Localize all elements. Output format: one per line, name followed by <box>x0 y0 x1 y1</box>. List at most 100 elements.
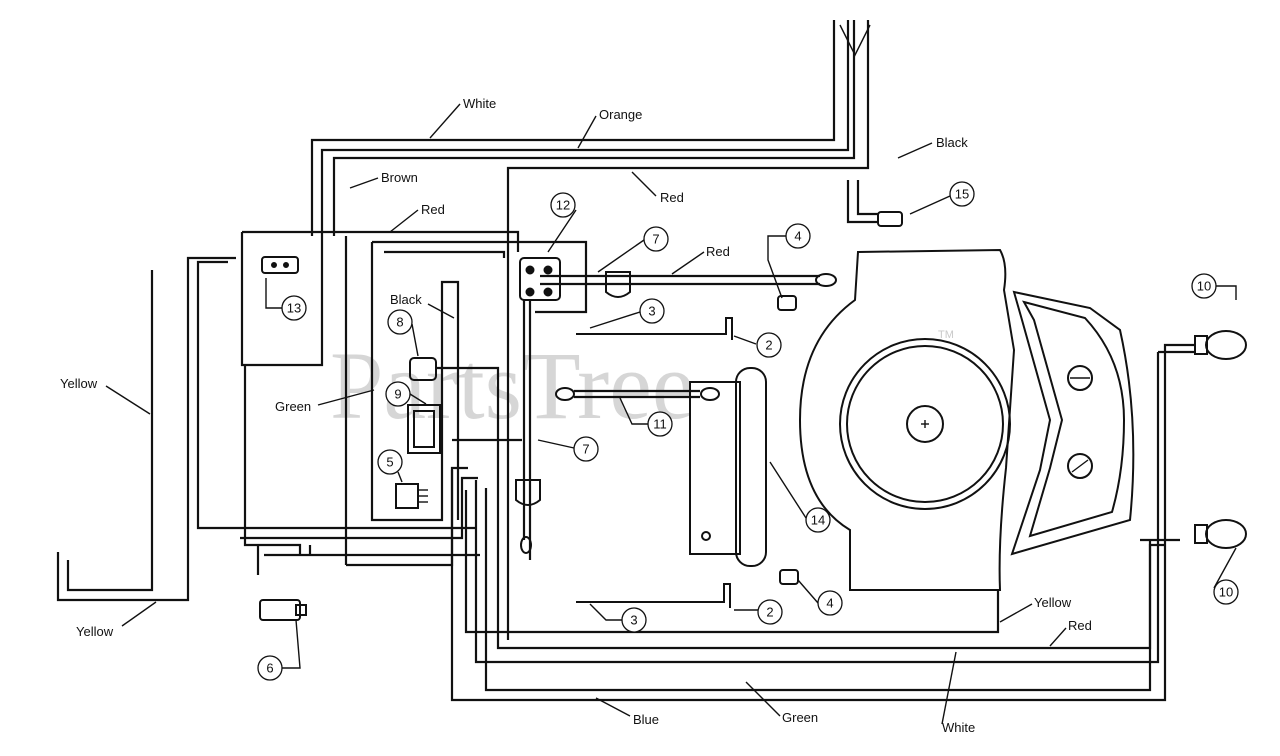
label-yellow-left-top: Yellow <box>60 376 151 415</box>
wire-red-left <box>242 230 520 252</box>
wire-harness-bottom <box>240 343 1195 702</box>
label-red-cable: Red <box>671 244 730 275</box>
label-black-right: Black <box>897 135 968 159</box>
label-green-left: Green <box>275 389 375 414</box>
svg-text:8: 8 <box>396 315 403 330</box>
svg-text:6: 6 <box>266 661 273 676</box>
callout-2-bottom: 2 <box>734 599 783 625</box>
wire-break-mark <box>839 24 871 57</box>
label-yellow-right: Yellow <box>999 595 1072 623</box>
callout-5: 5 <box>377 449 403 483</box>
svg-text:11: 11 <box>653 417 667 432</box>
switch-5 <box>395 483 428 509</box>
engine <box>798 248 1135 591</box>
clip-lower <box>779 569 799 585</box>
cable-11 <box>555 387 720 401</box>
label-black-left: Black <box>390 292 455 319</box>
label-red-bottom: Red <box>1049 618 1092 647</box>
relay-8 <box>409 357 437 381</box>
svg-text:9: 9 <box>394 387 401 402</box>
callout-12: 12 <box>547 192 577 253</box>
module-9 <box>407 404 441 454</box>
svg-text:Red: Red <box>706 244 730 259</box>
battery-strap <box>689 367 767 567</box>
battery-boot-top <box>605 271 631 298</box>
svg-text:15: 15 <box>955 187 969 202</box>
ground-ring <box>520 536 532 554</box>
svg-text:Yellow: Yellow <box>76 624 114 639</box>
svg-text:3: 3 <box>648 304 655 319</box>
label-red-top: Red <box>631 171 684 205</box>
svg-text:7: 7 <box>652 232 659 247</box>
callout-7-top: 7 <box>597 226 669 273</box>
svg-text:12: 12 <box>556 198 570 213</box>
lamp-top <box>1194 330 1247 360</box>
clip-upper <box>777 295 797 311</box>
wire-white-top-2 <box>332 20 856 236</box>
svg-text:7: 7 <box>582 442 589 457</box>
svg-text:Brown: Brown <box>381 170 418 185</box>
label-green-bottom: Green <box>745 681 818 725</box>
watermark-text: PartsTree <box>330 332 694 439</box>
callout-3-bottom: 3 <box>589 603 647 633</box>
svg-text:Black: Black <box>390 292 422 307</box>
callout-9: 9 <box>385 381 427 407</box>
wire-green-top <box>384 250 506 258</box>
connector-15 <box>846 180 903 227</box>
svg-text:2: 2 <box>766 605 773 620</box>
svg-text:Red: Red <box>1068 618 1092 633</box>
label-yellow-left-bottom: Yellow <box>76 601 157 639</box>
svg-text:White: White <box>942 720 975 735</box>
callout-14: 14 <box>769 461 831 533</box>
svg-text:4: 4 <box>826 596 833 611</box>
switch-6 <box>259 599 307 621</box>
svg-text:10: 10 <box>1219 585 1233 600</box>
svg-text:13: 13 <box>287 301 301 316</box>
svg-text:Black: Black <box>936 135 968 150</box>
svg-text:Green: Green <box>275 399 311 414</box>
svg-text:Red: Red <box>421 202 445 217</box>
svg-text:Blue: Blue <box>633 712 659 727</box>
callout-10-bottom: 10 <box>1213 547 1239 605</box>
svg-text:Yellow: Yellow <box>1034 595 1072 610</box>
svg-text:5: 5 <box>386 455 393 470</box>
wire-yellow-left <box>56 256 475 602</box>
wire-white-top <box>310 20 836 236</box>
label-orange: Orange <box>577 107 642 149</box>
label-white-top: White <box>429 96 496 139</box>
svg-text:Green: Green <box>782 710 818 725</box>
callout-10-top: 10 <box>1191 273 1237 300</box>
wire-black-right <box>506 20 870 640</box>
svg-text:Red: Red <box>660 190 684 205</box>
wire-black-left <box>370 242 460 522</box>
svg-text:White: White <box>463 96 496 111</box>
switch-13 <box>261 256 299 274</box>
svg-text:Orange: Orange <box>599 107 642 122</box>
callout-15: 15 <box>909 181 975 215</box>
label-white-bottom: White <box>941 651 975 735</box>
wire-orange <box>320 20 850 236</box>
switch-box-outline <box>240 232 324 367</box>
svg-text:2: 2 <box>765 338 772 353</box>
lamp-bottom <box>1194 519 1247 549</box>
svg-text:Yellow: Yellow <box>60 376 98 391</box>
solenoid <box>519 257 561 301</box>
label-red-left: Red <box>389 202 445 233</box>
callout-4-top: 4 <box>767 223 811 299</box>
rod-upper <box>576 317 733 340</box>
svg-text:14: 14 <box>811 513 825 528</box>
svg-text:3: 3 <box>630 613 637 628</box>
svg-text:10: 10 <box>1197 279 1211 294</box>
callout-2-top: 2 <box>733 332 782 358</box>
callout-7-bottom: 7 <box>537 436 599 462</box>
watermark-trademark: TM <box>938 329 954 341</box>
callout-11: 11 <box>619 397 673 437</box>
callout-6: 6 <box>257 619 301 681</box>
label-blue: Blue <box>595 697 659 727</box>
callout-8: 8 <box>387 309 419 357</box>
battery-boot-bottom <box>515 479 541 506</box>
svg-text:4: 4 <box>794 229 801 244</box>
label-brown: Brown <box>349 170 418 189</box>
callout-3-top: 3 <box>589 298 665 329</box>
